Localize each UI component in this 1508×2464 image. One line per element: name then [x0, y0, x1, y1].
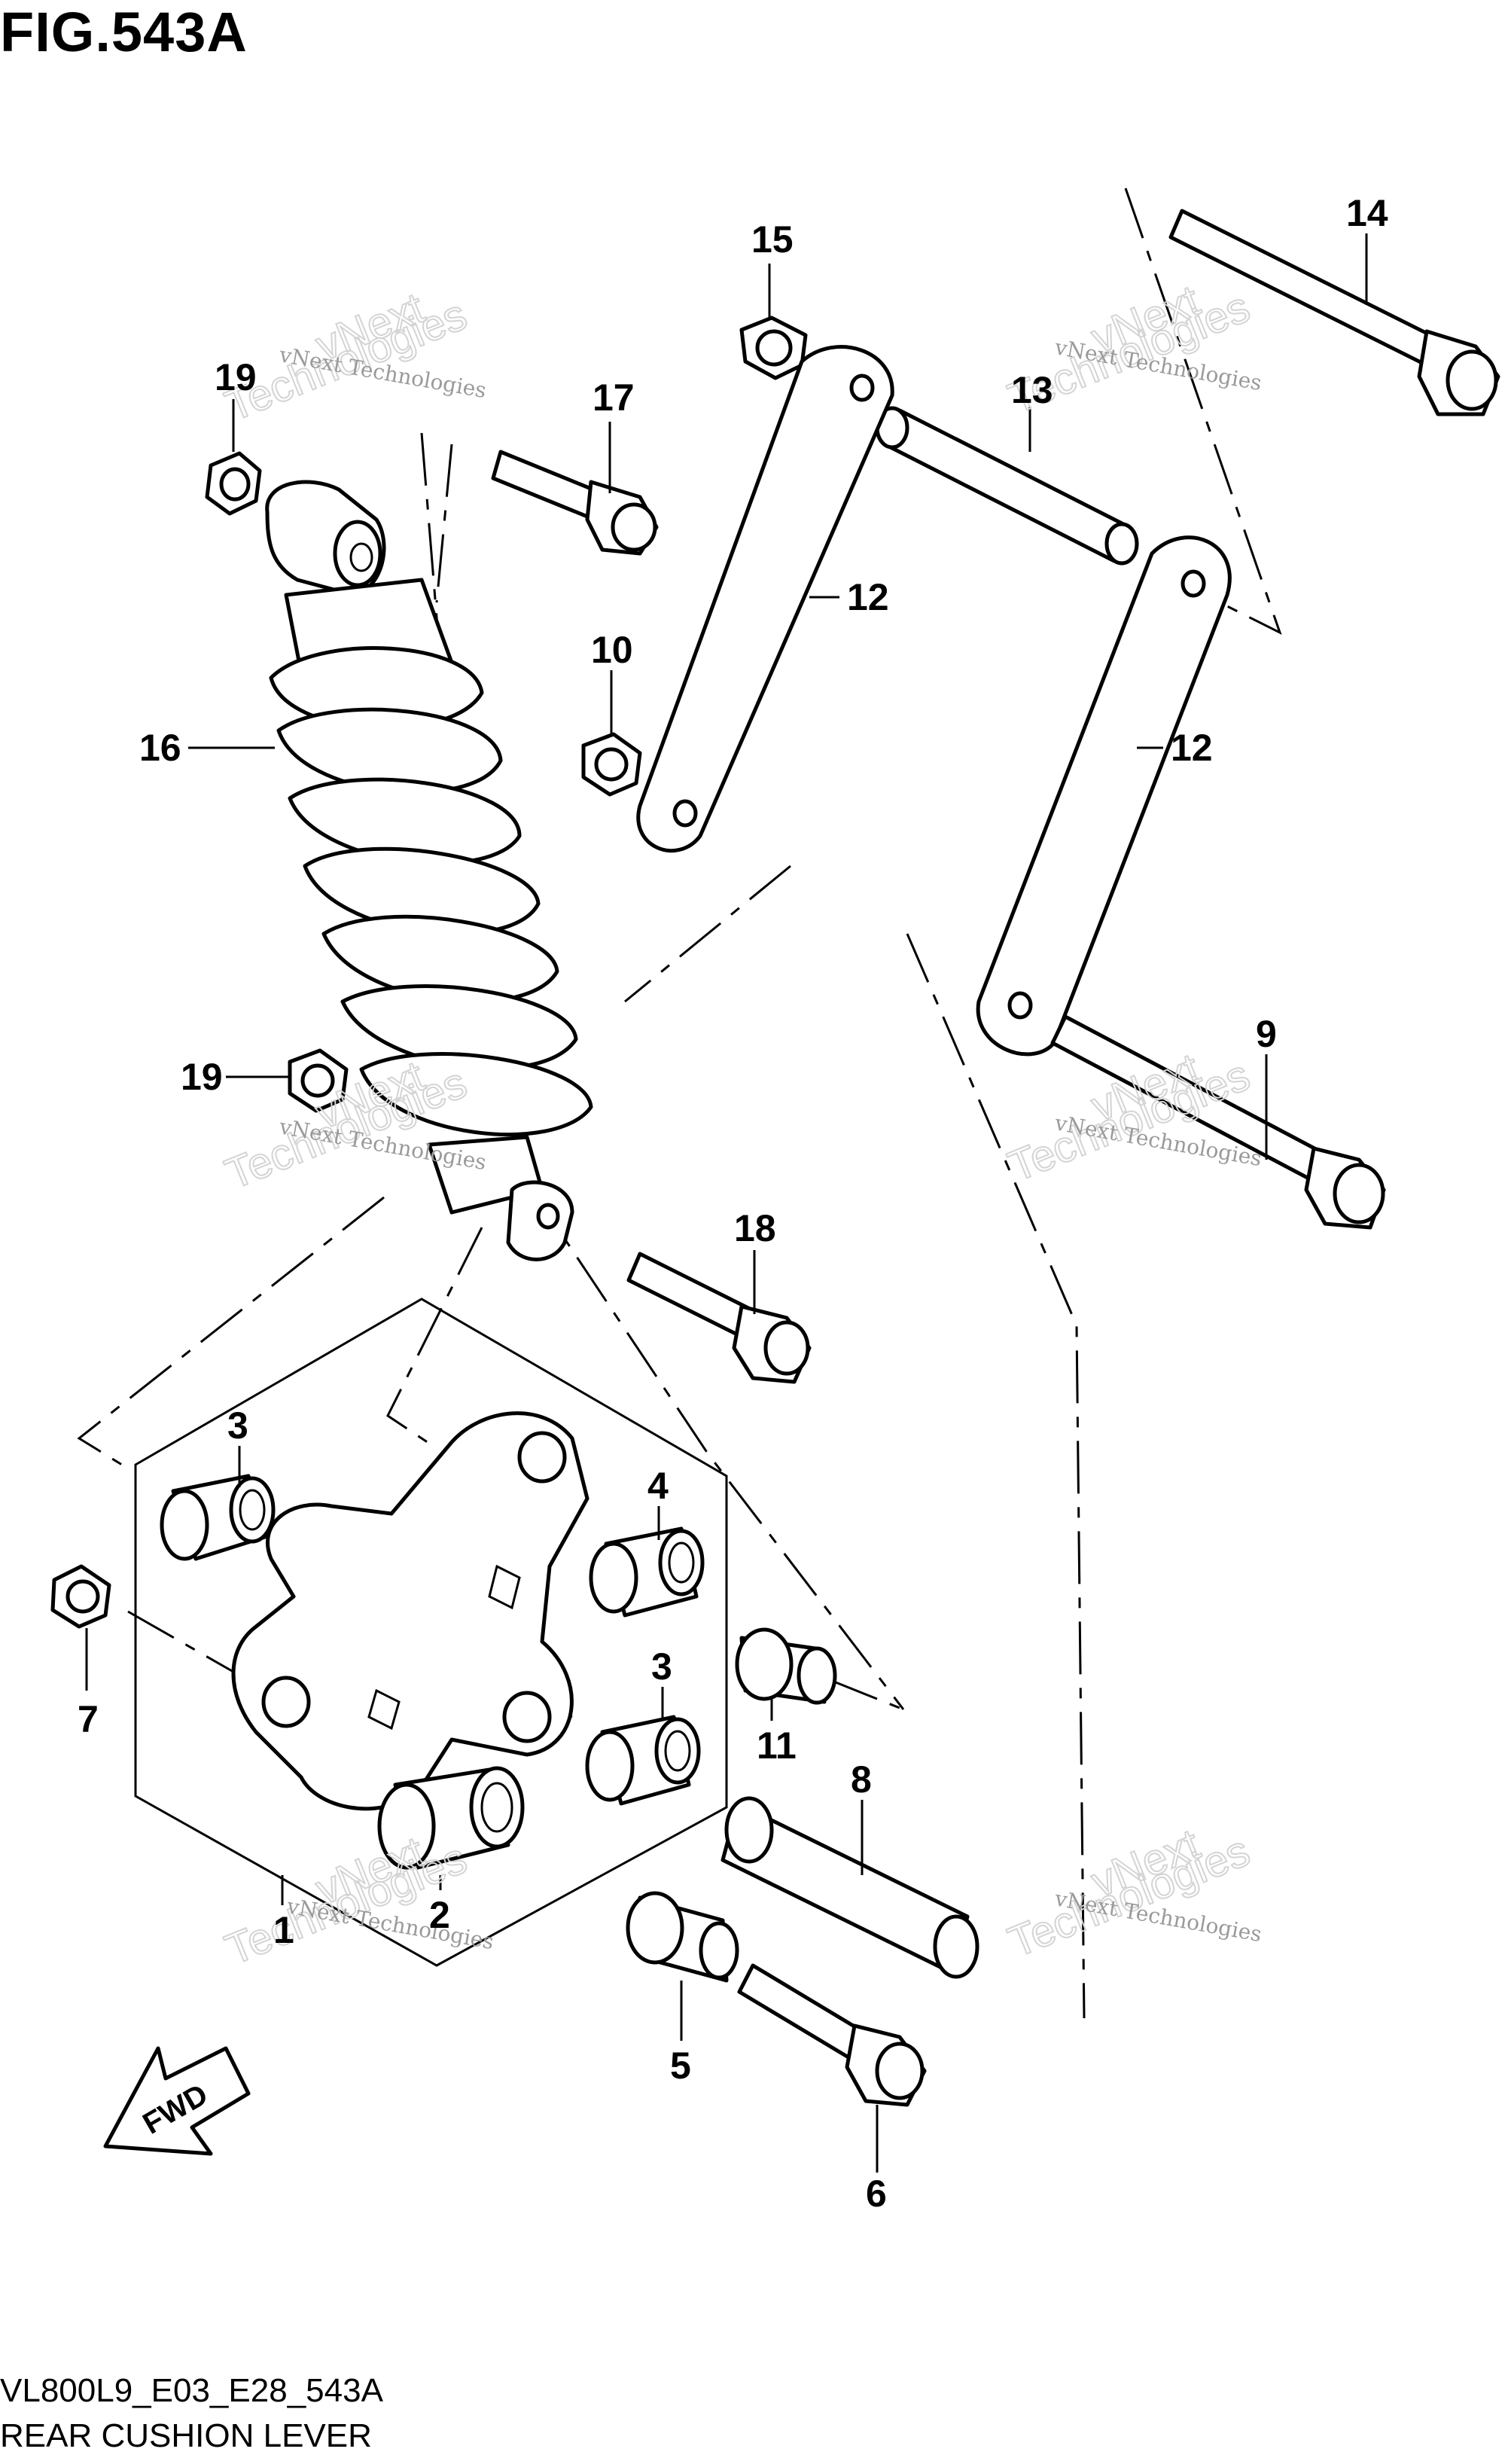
callout-5: 5 [670, 2045, 691, 2087]
part-13-collar [875, 406, 1139, 566]
figure-title: FIG.543A [0, 1, 248, 63]
diagram-name: REAR CUSHION LEVER [0, 2417, 372, 2454]
callout-11: 11 [757, 1724, 797, 1767]
callout-8: 8 [851, 1758, 872, 1801]
callout-1: 1 [273, 1909, 294, 1951]
part-18-bolt [626, 1252, 812, 1384]
part-3-needle-bearing-lower [585, 1715, 701, 1806]
part-5-collar [626, 1891, 739, 1983]
callout-labels: 15 19 17 14 13 12 12 10 16 9 19 18 3 4 3… [78, 192, 1388, 2215]
callout-18: 18 [734, 1207, 776, 1249]
callout-13: 13 [1011, 369, 1053, 411]
callout-6: 6 [866, 2173, 887, 2215]
callout-10: 10 [591, 629, 633, 671]
callout-7: 7 [78, 1698, 99, 1740]
callout-19-lower: 19 [181, 1056, 223, 1098]
fwd-direction-arrow-icon: FWD [103, 2046, 251, 2156]
part-19-nut-upper [205, 451, 262, 516]
callout-12-left: 12 [847, 576, 889, 618]
part-11-collar [735, 1627, 837, 1705]
callout-2: 2 [429, 1894, 450, 1936]
part-6-bolt [737, 1963, 927, 2107]
callout-12-right: 12 [1171, 727, 1213, 769]
part-10-nut [581, 732, 642, 797]
part-17-bolt [491, 450, 659, 556]
callout-leader-lines [85, 233, 1368, 2173]
part-12-link-right [976, 535, 1232, 1057]
part-3-needle-bearing-upper [160, 1474, 276, 1561]
part-12-link-left [636, 345, 894, 853]
part-4-needle-bearing [589, 1526, 705, 1618]
model-code: VL800L9_E03_E28_543A [0, 2372, 383, 2409]
part-8-collar [720, 1796, 979, 1979]
lever-group-outline [134, 1298, 728, 1967]
callout-9: 9 [1256, 1013, 1277, 1055]
callout-19-upper: 19 [215, 356, 257, 398]
callout-3-lower: 3 [651, 1645, 672, 1688]
part-2-bearing [377, 1766, 525, 1870]
part-14-long-bolt [1168, 209, 1500, 416]
callout-4: 4 [647, 1465, 669, 1507]
callout-16: 16 [139, 727, 181, 769]
part-7-nut [50, 1564, 111, 1629]
part-1-cushion-lever [231, 1411, 589, 1811]
part-15-nut [739, 316, 808, 380]
callout-3-upper: 3 [227, 1404, 248, 1447]
part-16-rear-shock-absorber [265, 480, 593, 1261]
callout-14: 14 [1346, 192, 1388, 234]
callout-17: 17 [593, 377, 635, 419]
part-9-bolt [1050, 1014, 1386, 1230]
callout-15: 15 [751, 218, 794, 261]
part-19-nut-lower [288, 1048, 349, 1113]
